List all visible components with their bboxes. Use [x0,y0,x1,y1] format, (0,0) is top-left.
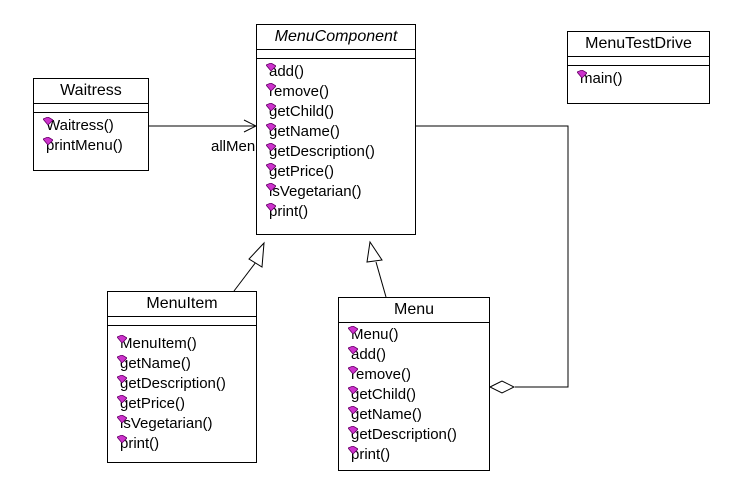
operation[interactable]: printMenu() [43,136,148,156]
operation-label: getDescription() [351,426,457,443]
operation[interactable]: print() [348,445,489,465]
operation-icon [266,83,276,91]
operation[interactable]: isVegetarian() [266,182,415,202]
operation-label: getName() [120,355,191,372]
attributes-compartment [257,50,415,59]
operation[interactable]: getName() [348,405,489,425]
operation-label: getChild() [351,386,417,403]
generalization-menu-menucomponent [366,240,387,298]
operation-label: isVegetarian() [269,183,362,200]
operation[interactable]: print() [266,202,415,222]
operation-label: remove() [351,366,412,383]
operation-icon [117,335,127,343]
operation[interactable]: getName() [266,122,415,142]
operation[interactable]: getChild() [348,385,489,405]
operation-icon [117,415,127,423]
operation-label: add() [269,63,305,80]
operation-label: printMenu() [46,137,123,154]
class-waitress[interactable]: Waitress Waitress() printMenu() [33,78,149,171]
operation-icon [348,406,358,414]
class-menu[interactable]: Menu Menu() add() remove() getChild() ge… [338,297,490,471]
operation-icon [266,123,276,131]
operation-label: Menu() [351,326,399,343]
aggregation-menu-menucomponent [416,125,569,394]
operation-icon [348,446,358,454]
operation[interactable]: getPrice() [117,394,256,414]
operation[interactable]: isVegetarian() [117,414,256,434]
class-name: Waitress [34,79,148,104]
operations-compartment: main() [568,66,709,91]
operation-icon [117,395,127,403]
class-menuitem[interactable]: MenuItem MenuItem() getName() getDescrip… [107,291,257,463]
class-menucomponent[interactable]: MenuComponent add() remove() getChild() … [256,24,416,235]
operation-icon [266,63,276,71]
operation[interactable]: getDescription() [266,142,415,162]
operation-label: add() [351,346,387,363]
attributes-compartment [34,104,148,113]
operation-icon [117,435,127,443]
operation-label: getPrice() [120,395,186,412]
operation-icon [117,375,127,383]
association-waitress-menucomponent [148,119,258,133]
operations-compartment: MenuItem() getName() getDescription() ge… [108,326,256,456]
operation[interactable]: getChild() [266,102,415,122]
operation-label: getName() [351,406,422,423]
operations-compartment: add() remove() getChild() getName() getD… [257,59,415,224]
operation[interactable]: print() [117,434,256,454]
operation-label: getDescription() [120,375,226,392]
operation-icon [266,183,276,191]
operation[interactable]: getDescription() [117,374,256,394]
operation-label: print() [269,203,309,220]
operation-icon [117,355,127,363]
operation-icon [43,137,53,145]
operation-icon [43,117,53,125]
operation[interactable]: MenuItem() [117,334,256,354]
attributes-compartment [568,57,709,66]
operation-label: getPrice() [269,163,335,180]
operation-icon [266,143,276,151]
operation[interactable]: add() [348,345,489,365]
operation-label: MenuItem() [120,335,197,352]
operation[interactable]: main() [577,69,709,89]
operation-icon [266,103,276,111]
operation-label: print() [351,446,391,463]
operation[interactable]: getDescription() [348,425,489,445]
operation[interactable]: getName() [117,354,256,374]
operation[interactable]: Waitress() [43,116,148,136]
class-menutestdrive[interactable]: MenuTestDrive main() [567,31,710,104]
operation-icon [348,326,358,334]
operation-label: getDescription() [269,143,375,160]
operation-label: print() [120,435,160,452]
operation-icon [348,346,358,354]
class-name: MenuComponent [257,25,415,50]
generalization-menuitem-menucomponent [233,241,265,292]
operation-label: getChild() [269,103,335,120]
operation[interactable]: Menu() [348,325,489,345]
operation-icon [577,70,587,78]
operation-label: isVegetarian() [120,415,213,432]
operation-label: remove() [269,83,330,100]
operation-icon [266,203,276,211]
operations-compartment: Menu() add() remove() getChild() getName… [339,323,489,467]
operation-icon [348,366,358,374]
operation-label: Waitress() [46,117,114,134]
operation-label: getName() [269,123,340,140]
operation[interactable]: remove() [266,82,415,102]
operation[interactable]: getPrice() [266,162,415,182]
class-name: MenuTestDrive [568,32,709,57]
operation-label: main() [580,70,623,87]
operation-icon [348,426,358,434]
operation[interactable]: remove() [348,365,489,385]
operations-compartment: Waitress() printMenu() [34,113,148,158]
class-name: Menu [339,298,489,323]
attributes-compartment [108,317,256,326]
class-name: MenuItem [108,292,256,317]
operation[interactable]: add() [266,62,415,82]
operation-icon [348,386,358,394]
operation-icon [266,163,276,171]
